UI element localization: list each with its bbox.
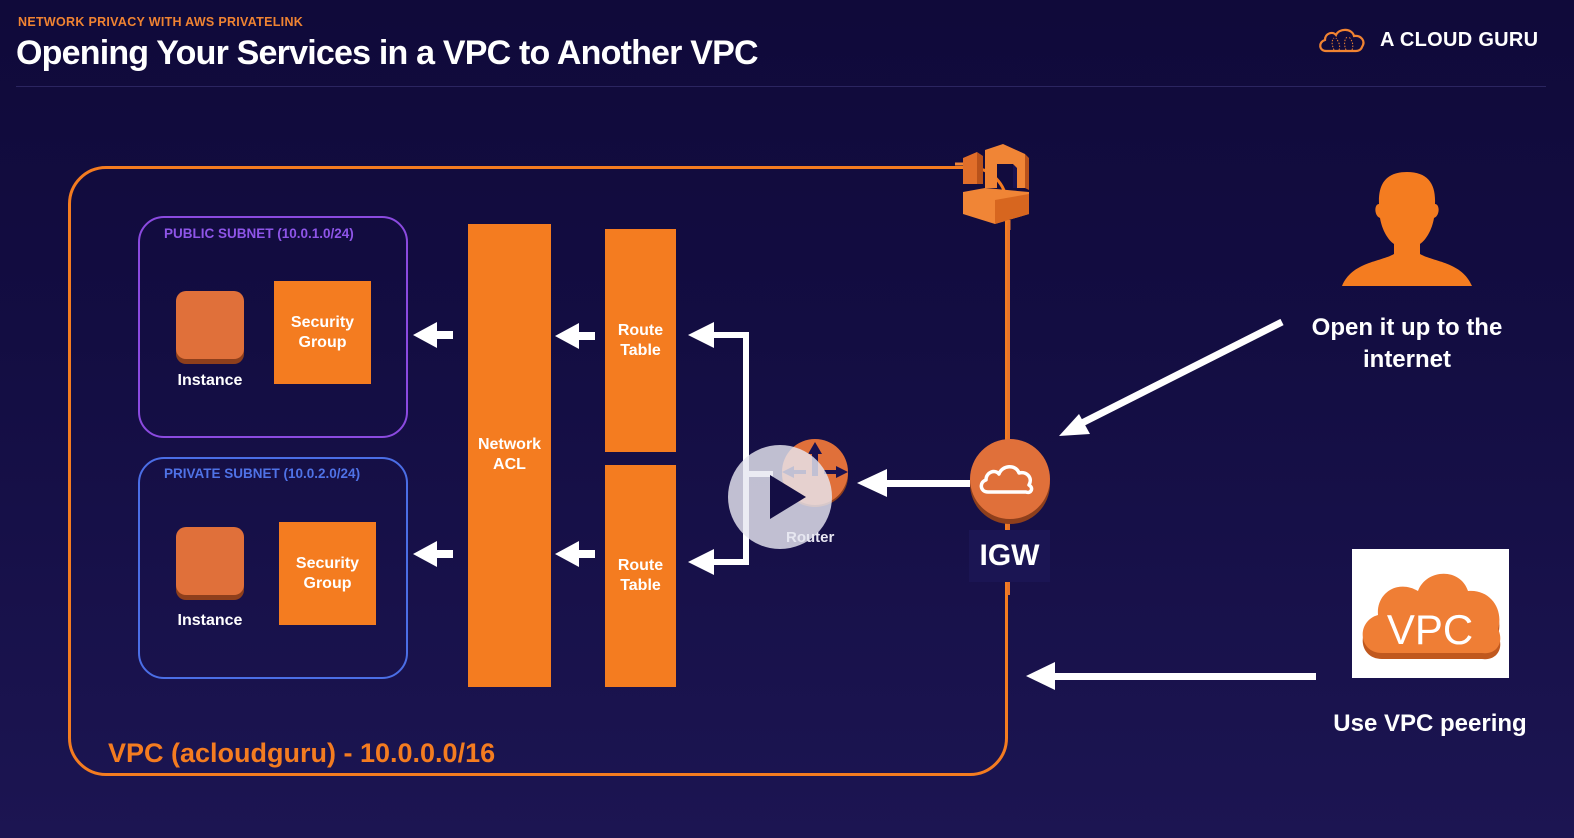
brand-logo: A CLOUD GURU [1316, 26, 1538, 54]
arrow-rt-to-nacl-bottom [555, 541, 595, 567]
public-security-group-label: Security Group [290, 313, 355, 351]
cloud-guru-logo-icon [1319, 28, 1365, 53]
route-table-bottom [605, 465, 676, 687]
route-table-top [605, 229, 676, 452]
public-subnet [138, 216, 408, 438]
public-instance-label: Instance [177, 372, 243, 389]
internet-caption: Open it up to the internet [1311, 314, 1503, 373]
private-subnet-label: PRIVATE SUBNET (10.0.2.0/24) [164, 466, 361, 481]
network-acl [468, 224, 551, 687]
vpc-card-text: VPC [1387, 606, 1473, 653]
arrow-nacl-to-private-subnet [413, 541, 453, 567]
private-instance-label: Instance [177, 612, 243, 629]
course-kicker: NETWORK PRIVACY WITH AWS PRIVATELINK [18, 15, 304, 29]
user-silhouette-icon [1342, 172, 1472, 286]
vpc-cloud-icon: VPC [1362, 573, 1501, 660]
route-table-top-label: Route Table [617, 322, 664, 359]
network-acl-label: Network ACL [477, 436, 542, 473]
igw-attachment-line [1007, 225, 1010, 440]
vpc-label: VPC (acloudguru) - 10.0.0.0/16 [108, 738, 496, 768]
aws-vpc-icon [955, 144, 1029, 230]
route-table-bottom-label: Route Table [617, 557, 664, 594]
slide-title: Opening Your Services in a VPC to Anothe… [16, 34, 759, 72]
play-button[interactable] [728, 445, 832, 549]
private-subnet [138, 457, 408, 679]
play-icon [770, 475, 806, 519]
public-subnet-label: PUBLIC SUBNET (10.0.1.0/24) [164, 226, 354, 241]
arrow-peering-to-vpc [1026, 662, 1316, 690]
arrow-nacl-to-public-subnet [413, 322, 453, 348]
private-instance-icon [176, 527, 244, 595]
private-security-group-label: Security Group [295, 554, 360, 592]
header-divider [16, 86, 1546, 87]
arrow-rt-to-nacl-top [555, 323, 595, 349]
arrow-igw-to-router [857, 469, 970, 497]
private-security-group: Security Group [279, 522, 376, 625]
peering-caption: Use VPC peering [1333, 710, 1527, 737]
public-instance-icon [176, 291, 244, 359]
arrow-internet-to-igw [1059, 318, 1284, 436]
vpc-peering-card: VPC [1352, 549, 1509, 678]
brand-name: A CLOUD GURU [1380, 28, 1539, 51]
igw-label: IGW [969, 530, 1050, 582]
internet-gateway-cloud-icon [970, 439, 1050, 524]
public-security-group: Security Group [274, 281, 371, 384]
